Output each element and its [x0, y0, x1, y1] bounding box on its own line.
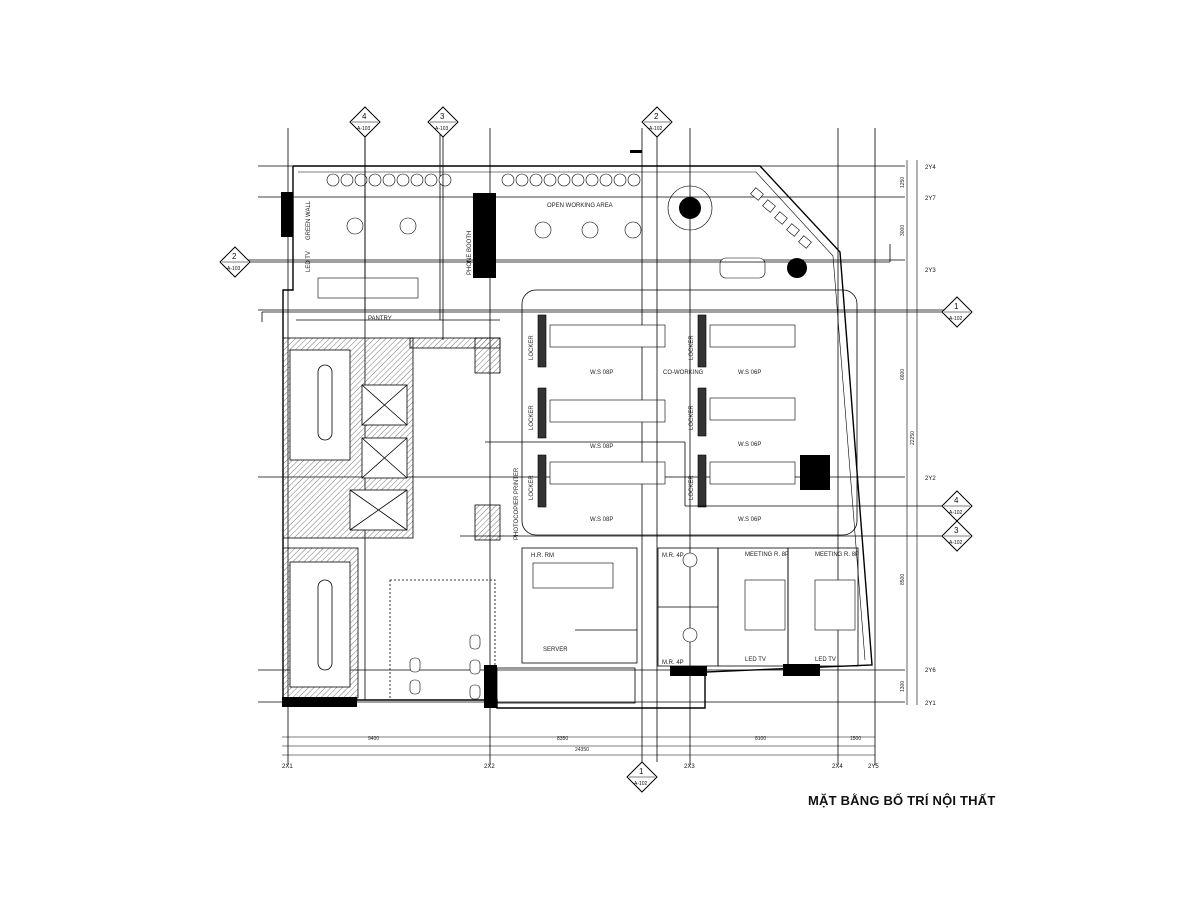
- label-locker-5: LOCKER: [689, 405, 695, 430]
- label-server: SERVER: [543, 647, 568, 653]
- label-co-working: CO-WORKING: [663, 370, 704, 376]
- svg-text:A-102: A-102: [649, 126, 663, 132]
- label-ws06p-2: W.S 06P: [738, 442, 761, 448]
- section-markers: 4 A-103 3 A-103 2 A-102 2 A-103 1 A-102: [219, 106, 973, 793]
- axis-2y3: 2Y3: [925, 268, 936, 274]
- section-marker-left: 2 A-103: [219, 246, 251, 278]
- label-open-working-area: OPEN WORKING AREA: [547, 203, 613, 209]
- label-led-tv-1: LED TV: [745, 657, 766, 663]
- axis-2x4: 2X4: [832, 764, 843, 770]
- svg-text:A-102: A-102: [949, 510, 963, 516]
- label-meeting-room-8p-1: MEETING R. 8P: [745, 552, 789, 558]
- section-marker-top-2: 3 A-103: [427, 106, 459, 138]
- label-ws08p-1: W.S 08P: [590, 370, 613, 376]
- svg-text:3: 3: [954, 526, 959, 535]
- svg-text:A-102: A-102: [949, 540, 963, 546]
- section-marker-right-3: 3 A-102: [941, 520, 973, 552]
- axis-2y4: 2Y4: [925, 165, 936, 171]
- label-ws08p-2: W.S 08P: [590, 444, 613, 450]
- label-photocopier: PHOTOCOPIER PRINTER: [514, 467, 520, 540]
- dim-bottom-4: 1500: [850, 736, 861, 742]
- svg-text:1: 1: [954, 302, 959, 311]
- svg-text:3: 3: [440, 112, 445, 121]
- section-marker-right-1: 1 A-102: [941, 296, 973, 328]
- svg-text:A-102: A-102: [949, 316, 963, 322]
- building-outline: [282, 165, 873, 709]
- svg-text:A-103: A-103: [227, 266, 241, 272]
- dim-right-5: 1300: [900, 681, 906, 692]
- dim-bottom-1: 9400: [368, 736, 379, 742]
- restroom-fixtures: [409, 634, 481, 700]
- label-locker-6: LOCKER: [689, 475, 695, 500]
- svg-text:A-103: A-103: [357, 126, 371, 132]
- label-locker-4: LOCKER: [689, 335, 695, 360]
- label-ws06p-1: W.S 06P: [738, 370, 761, 376]
- label-phone-booth: PHONE BOOTH: [467, 231, 473, 275]
- workstation-desks: [317, 257, 856, 631]
- dim-right-4: 8500: [900, 574, 906, 585]
- axis-2x2: 2X2: [484, 764, 495, 770]
- svg-text:4: 4: [362, 112, 367, 121]
- label-meeting-room-4p-1: M.R. 4P: [662, 553, 684, 559]
- dim-right-1: 1250: [900, 177, 906, 188]
- axis-2y2: 2Y2: [925, 476, 936, 482]
- stool-row: [326, 173, 641, 187]
- window-seats: [750, 187, 812, 249]
- svg-text:1: 1: [639, 767, 644, 776]
- solid-walls: [281, 150, 830, 708]
- lockers: [537, 314, 707, 508]
- building-core: [282, 337, 501, 701]
- label-led-tv-2: LED TV: [815, 657, 836, 663]
- section-cut-lines: [250, 137, 942, 762]
- label-meeting-room-4p-2: M.R. 4P: [662, 660, 684, 666]
- svg-text:2: 2: [232, 252, 237, 261]
- drawing-title: MẶT BẰNG BỐ TRÍ NỘI THẤT: [808, 793, 996, 808]
- label-locker-1: LOCKER: [529, 335, 535, 360]
- furniture: [317, 173, 856, 643]
- dim-bottom-3: 8100: [755, 736, 766, 742]
- svg-text:2: 2: [654, 112, 659, 121]
- axis-2y1: 2Y1: [925, 701, 936, 707]
- svg-text:A-103: A-103: [435, 126, 449, 132]
- dim-bottom-2: 8350: [557, 736, 568, 742]
- dim-right-total: 22250: [910, 431, 916, 445]
- round-tables: [346, 217, 698, 643]
- label-ws06p-3: W.S 06P: [738, 517, 761, 523]
- section-marker-right-2: 4 A-102: [941, 490, 973, 522]
- axis-2x3: 2X3: [684, 764, 695, 770]
- dim-bottom-total: 24350: [575, 747, 589, 753]
- section-marker-bottom: 1 A-102: [626, 761, 658, 793]
- dim-right-3: 6600: [900, 369, 906, 380]
- section-marker-top-3: 2 A-102: [641, 106, 673, 138]
- label-pantry: PANTRY: [368, 316, 392, 322]
- label-locker-2: LOCKER: [529, 405, 535, 430]
- svg-text:A-102: A-102: [634, 781, 648, 787]
- label-green-wall: GREEN WALL: [306, 200, 312, 240]
- axis-2y6: 2Y6: [925, 668, 936, 674]
- label-locker-3: LOCKER: [529, 475, 535, 500]
- section-marker-top-1: 4 A-103: [349, 106, 381, 138]
- label-meeting-room-8p-2: MEETING R. 8P: [815, 552, 859, 558]
- axis-2y7: 2Y7: [925, 196, 936, 202]
- axis-2x1: 2X1: [282, 764, 293, 770]
- dimension-lines: [282, 160, 918, 756]
- svg-text:4: 4: [954, 496, 959, 505]
- label-hr-room: H.R. RM: [531, 553, 554, 559]
- axis-2y5: 2Y5: [868, 764, 879, 770]
- dim-right-2: 3000: [900, 225, 906, 236]
- label-led-tv-wall: LED TV: [306, 251, 312, 272]
- partitions: [296, 289, 859, 704]
- label-ws08p-3: W.S 08P: [590, 517, 613, 523]
